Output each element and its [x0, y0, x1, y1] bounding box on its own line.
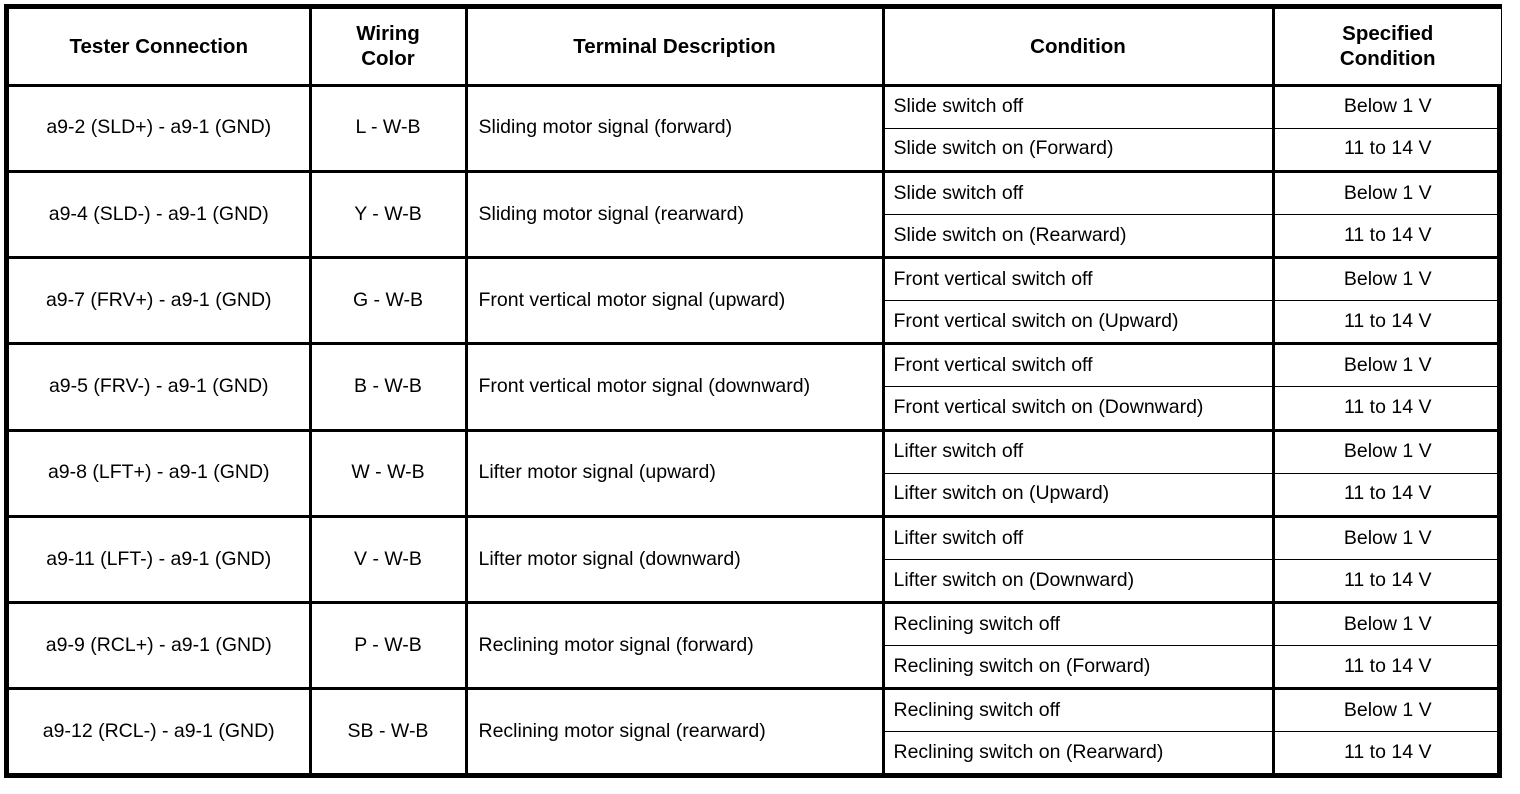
cell-wiring-color: V - W-B [310, 514, 468, 603]
cell-specified-condition: Below 1 V [1273, 600, 1501, 646]
column-header-condition: Condition [883, 9, 1275, 87]
cell-specified-condition: 11 to 14 V [1273, 213, 1501, 258]
column-header-wiring-color-line2: Color [361, 47, 415, 71]
tester-connection-table: Tester Connection Wiring Color Terminal … [9, 9, 1501, 773]
column-header-specified-condition: Specified Condition [1273, 9, 1501, 87]
cell-wiring-color: W - W-B [310, 428, 468, 517]
cell-specified-condition: 11 to 14 V [1273, 386, 1501, 430]
cell-specified-condition: Below 1 V [1273, 428, 1501, 474]
cell-specified-condition: 11 to 14 V [1273, 472, 1501, 517]
cell-specified-condition: Below 1 V [1273, 342, 1501, 387]
cell-specified-condition: 11 to 14 V [1273, 127, 1501, 172]
cell-tester-connection: a9-9 (RCL+) - a9-1 (GND) [9, 600, 312, 689]
cell-condition: Front vertical switch off [883, 342, 1275, 387]
cell-wiring-color: P - W-B [310, 600, 468, 689]
cell-condition: Reclining switch off [883, 687, 1275, 732]
cell-condition: Front vertical switch off [883, 255, 1275, 301]
cell-condition: Lifter switch off [883, 514, 1275, 560]
cell-condition: Front vertical switch on (Downward) [883, 386, 1275, 430]
table-row: Slide switch on (Rearward)11 to 14 V [9, 213, 1501, 258]
cell-wiring-color: SB - W-B [310, 687, 468, 773]
spec-table-container: Tester Connection Wiring Color Terminal … [4, 4, 1502, 778]
table-row: Slide switch on (Forward)11 to 14 V [9, 127, 1501, 172]
cell-terminal-description: Front vertical motor signal (upward) [466, 255, 885, 344]
cell-tester-connection: a9-8 (LFT+) - a9-1 (GND) [9, 428, 312, 517]
table-row: Reclining switch on (Forward)11 to 14 V [9, 645, 1501, 689]
cell-condition: Lifter switch off [883, 428, 1275, 474]
cell-terminal-description: Reclining motor signal (rearward) [466, 687, 885, 773]
cell-condition: Lifter switch on (Downward) [883, 558, 1275, 603]
cell-tester-connection: a9-7 (FRV+) - a9-1 (GND) [9, 255, 312, 344]
cell-tester-connection: a9-4 (SLD-) - a9-1 (GND) [9, 169, 312, 258]
cell-terminal-description: Lifter motor signal (upward) [466, 428, 885, 517]
table-row: Reclining switch on (Rearward)11 to 14 V [9, 731, 1501, 773]
table-row: Front vertical switch on (Upward)11 to 1… [9, 300, 1501, 344]
cell-terminal-description: Sliding motor signal (forward) [466, 85, 885, 172]
column-header-terminal-description: Terminal Description [466, 9, 885, 87]
cell-condition: Front vertical switch on (Upward) [883, 300, 1275, 344]
table-row: Front vertical switch on (Downward)11 to… [9, 386, 1501, 430]
cell-specified-condition: Below 1 V [1273, 255, 1501, 301]
cell-condition: Slide switch off [883, 85, 1275, 129]
column-header-wiring-color: Wiring Color [310, 9, 468, 87]
cell-condition: Reclining switch on (Rearward) [883, 731, 1275, 773]
header-row: Tester Connection Wiring Color Terminal … [9, 9, 1501, 87]
cell-tester-connection: a9-12 (RCL-) - a9-1 (GND) [9, 687, 312, 773]
cell-condition: Slide switch off [883, 169, 1275, 215]
cell-specified-condition: 11 to 14 V [1273, 731, 1501, 773]
cell-wiring-color: G - W-B [310, 255, 468, 344]
cell-condition: Reclining switch off [883, 600, 1275, 646]
cell-terminal-description: Sliding motor signal (rearward) [466, 169, 885, 258]
cell-tester-connection: a9-11 (LFT-) - a9-1 (GND) [9, 514, 312, 603]
cell-tester-connection: a9-5 (FRV-) - a9-1 (GND) [9, 342, 312, 430]
cell-condition: Lifter switch on (Upward) [883, 472, 1275, 517]
cell-tester-connection: a9-2 (SLD+) - a9-1 (GND) [9, 85, 312, 172]
column-header-specified-condition-line2: Condition [1339, 47, 1436, 71]
cell-condition: Slide switch on (Rearward) [883, 213, 1275, 258]
table-row: Lifter switch on (Upward)11 to 14 V [9, 472, 1501, 517]
cell-wiring-color: L - W-B [310, 85, 468, 172]
cell-specified-condition: Below 1 V [1273, 687, 1501, 732]
cell-specified-condition: 11 to 14 V [1273, 558, 1501, 603]
cell-specified-condition: 11 to 14 V [1273, 645, 1501, 689]
cell-condition: Slide switch on (Forward) [883, 127, 1275, 172]
cell-specified-condition: Below 1 V [1343, 95, 1432, 118]
cell-terminal-description: Reclining motor signal (forward) [466, 600, 885, 689]
cell-specified-condition: Below 1 V [1273, 169, 1501, 215]
column-header-specified-condition-line1: Specified [1342, 22, 1434, 46]
cell-specified-condition: Below 1 V [1273, 514, 1501, 560]
cell-wiring-color: Y - W-B [310, 169, 468, 258]
cell-specified-condition: 11 to 14 V [1273, 300, 1501, 344]
table-header: Tester Connection Wiring Color Terminal … [9, 9, 1501, 87]
table-row: Lifter switch on (Downward)11 to 14 V [9, 558, 1501, 603]
cell-wiring-color: B - W-B [310, 342, 468, 430]
column-header-wiring-color-line1: Wiring [356, 22, 420, 46]
cell-terminal-description: Lifter motor signal (downward) [466, 514, 885, 603]
column-header-tester-connection: Tester Connection [9, 9, 312, 87]
cell-terminal-description: Front vertical motor signal (downward) [466, 342, 885, 430]
cell-condition: Reclining switch on (Forward) [883, 645, 1275, 689]
